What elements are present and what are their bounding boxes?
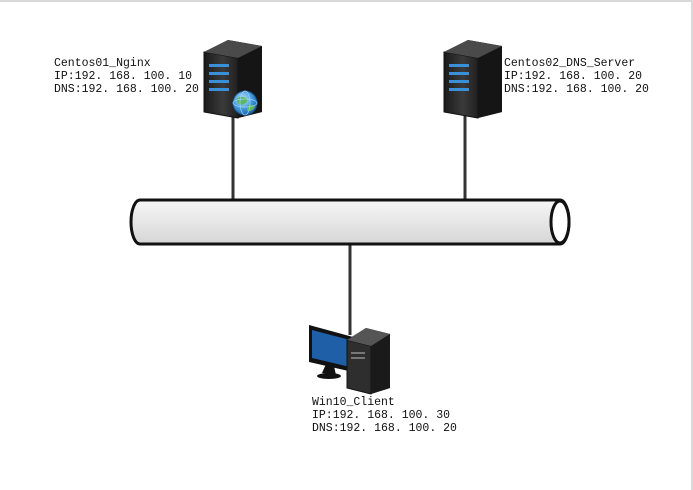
tower-icon	[346, 328, 390, 395]
server1-dns: DNS:192. 168. 100. 20	[54, 83, 199, 96]
client-dns: DNS:192. 168. 100. 20	[312, 422, 457, 435]
client-name: Win10_Client	[312, 396, 395, 409]
network-bus-icon	[129, 198, 571, 246]
globe-icon	[232, 90, 258, 116]
server1-ip: IP:192. 168. 100. 10	[54, 70, 193, 83]
server-icon	[443, 40, 502, 119]
server2-label: Centos02_DNS_Server IP:192. 168. 100. 20…	[504, 57, 649, 96]
server2-dns: DNS:192. 168. 100. 20	[504, 83, 649, 96]
server1-name: Centos01_Nginx	[54, 57, 151, 70]
client-ip: IP:192. 168. 100. 30	[312, 409, 451, 422]
desktop-computer-icon	[309, 325, 390, 395]
frame-edge-right	[691, 0, 693, 490]
client-label: Win10_Client IP:192. 168. 100. 30 DNS:19…	[312, 396, 457, 435]
monitor-icon	[309, 325, 353, 379]
server2-ip: IP:192. 168. 100. 20	[504, 70, 643, 83]
web-server-icon	[203, 40, 262, 119]
frame-edge-top	[0, 0, 693, 2]
server2-name: Centos02_DNS_Server	[504, 57, 636, 70]
server1-label: Centos01_Nginx IP:192. 168. 100. 10 DNS:…	[54, 57, 199, 96]
